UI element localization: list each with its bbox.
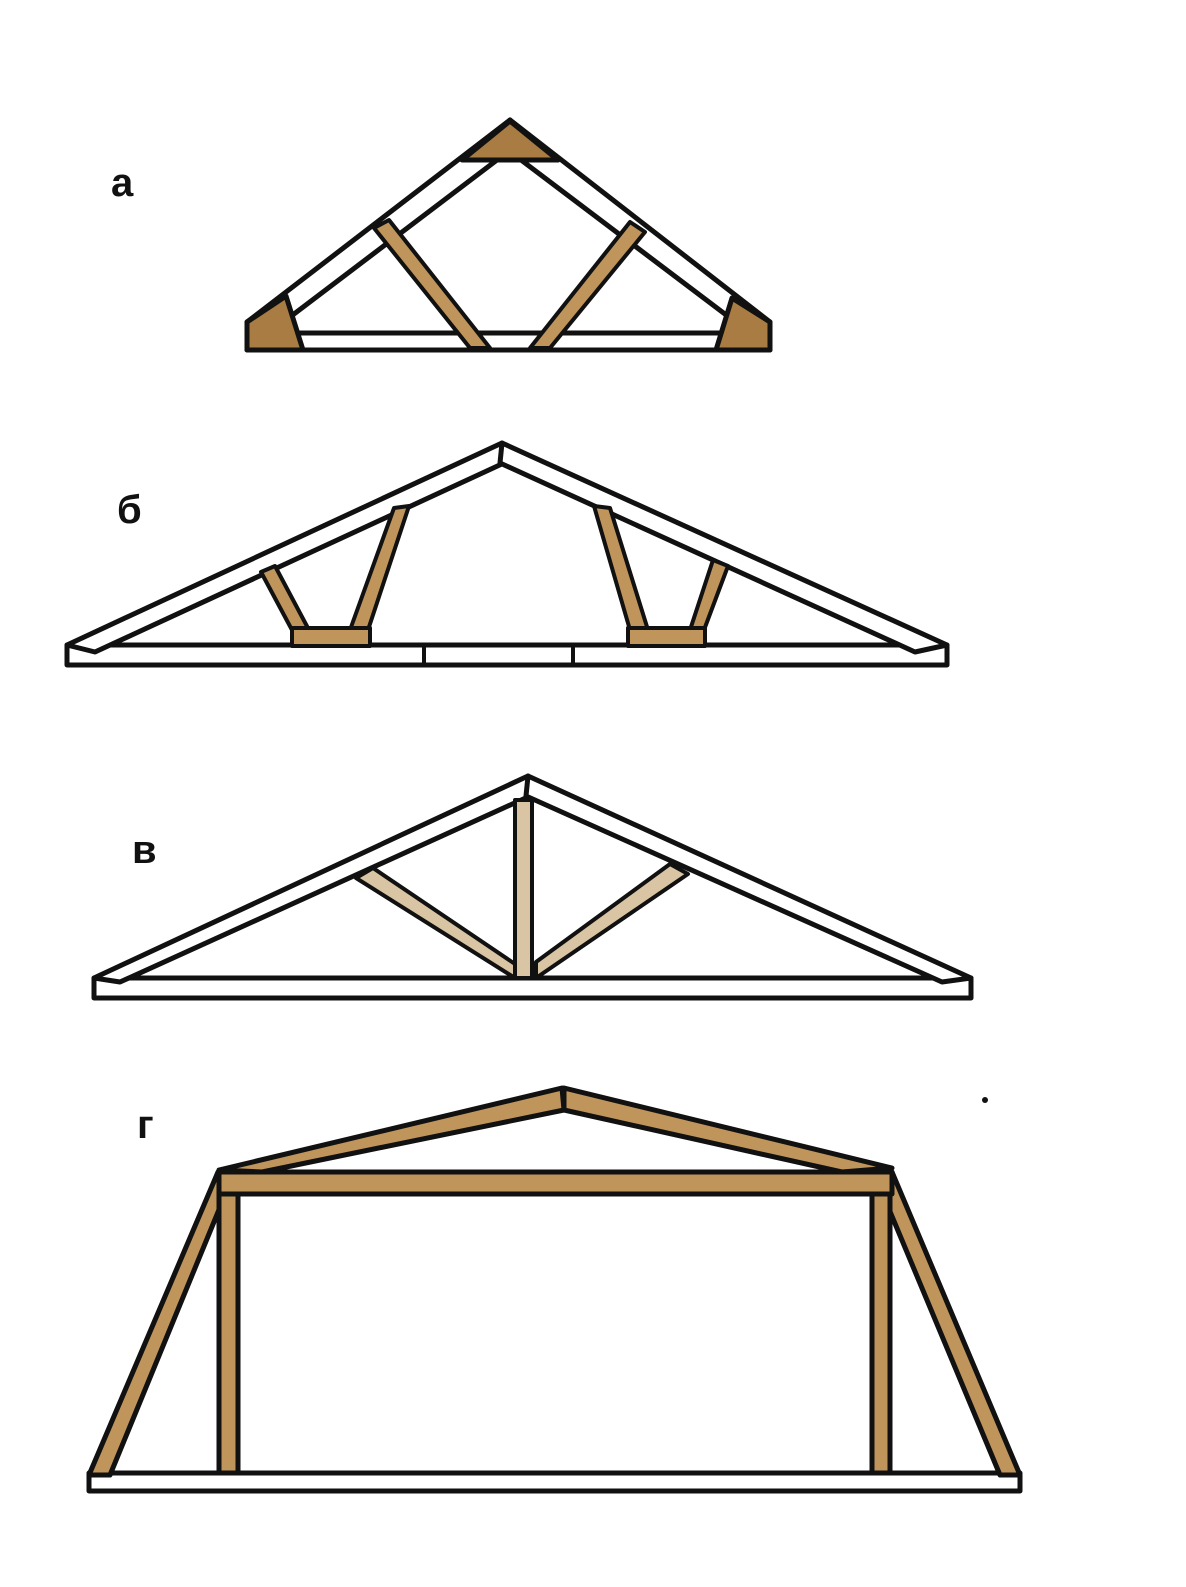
truss-b-right-short-strut [688, 558, 730, 632]
truss-v-king-post [513, 798, 534, 980]
frame-g-left-rafter [216, 1085, 567, 1175]
label-b: б [117, 488, 142, 532]
frame-g [86, 1085, 1023, 1494]
frame-g-left-inner-post [216, 1190, 241, 1476]
stray-dot [982, 1097, 988, 1103]
truss-v-right-brace [534, 862, 690, 980]
truss-a-bottom-chord [244, 330, 773, 353]
truss-v-right-rafter [523, 773, 974, 985]
truss-b [64, 440, 950, 668]
frame-g-left-outer-post [86, 1169, 235, 1478]
truss-v-left-brace [354, 866, 517, 980]
truss-a-left-gusset [244, 293, 306, 353]
truss-a-right-brace [528, 220, 647, 350]
label-a: а [111, 161, 134, 205]
frame-g-right-rafter [561, 1085, 895, 1175]
truss-v [91, 773, 974, 1001]
truss-a [244, 117, 773, 353]
truss-b-right-block [626, 626, 707, 648]
label-v: в [132, 828, 157, 872]
label-g: г [137, 1103, 154, 1147]
frame-g-right-outer-post [873, 1169, 1023, 1478]
truss-a-top-gusset [459, 118, 561, 163]
frame-g-bottom-chord [86, 1470, 1023, 1494]
truss-a-right-gusset [713, 295, 773, 353]
frame-g-top-beam [216, 1169, 895, 1197]
truss-b-right-rafter [497, 440, 950, 655]
truss-b-left-short-strut [259, 564, 311, 632]
truss-v-bottom-chord [91, 975, 974, 1001]
truss-b-bottom-chord [64, 642, 950, 668]
truss-b-left-block [290, 626, 372, 648]
frame-g-right-inner-post [869, 1190, 893, 1476]
truss-a-left-brace [372, 218, 492, 350]
truss-v-left-rafter [91, 773, 533, 985]
